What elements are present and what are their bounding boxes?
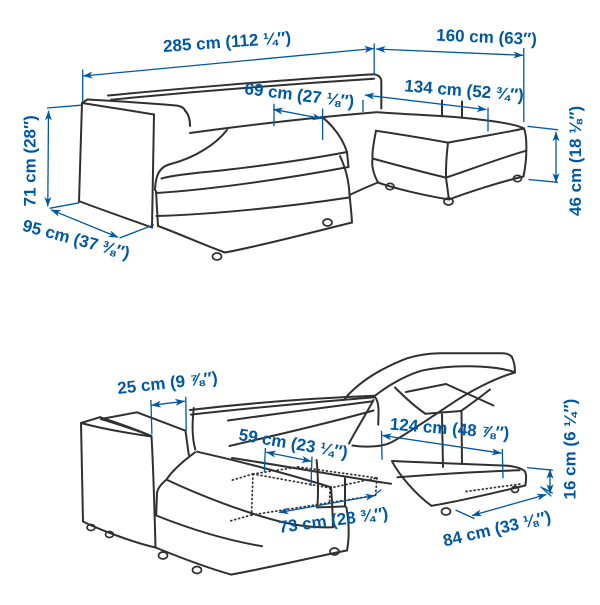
svg-text:46 cm (18 ⅛″): 46 cm (18 ⅛″) <box>566 106 585 216</box>
svg-text:285 cm (112 ¼″): 285 cm (112 ¼″) <box>162 28 291 56</box>
svg-text:95 cm (37 ⅜″): 95 cm (37 ⅜″) <box>20 216 131 263</box>
svg-text:160 cm (63″): 160 cm (63″) <box>436 26 537 49</box>
svg-text:73 cm (28 ¾″): 73 cm (28 ¾″) <box>278 504 390 537</box>
svg-text:84 cm (33 ⅛″): 84 cm (33 ⅛″) <box>441 507 553 550</box>
svg-text:25 cm (9 ⅞″): 25 cm (9 ⅞″) <box>116 368 218 398</box>
svg-text:134 cm (52 ¾″): 134 cm (52 ¾″) <box>404 76 525 105</box>
svg-text:16 cm (6 ¼″): 16 cm (6 ¼″) <box>561 399 580 500</box>
svg-text:71 cm (28″): 71 cm (28″) <box>21 115 40 206</box>
